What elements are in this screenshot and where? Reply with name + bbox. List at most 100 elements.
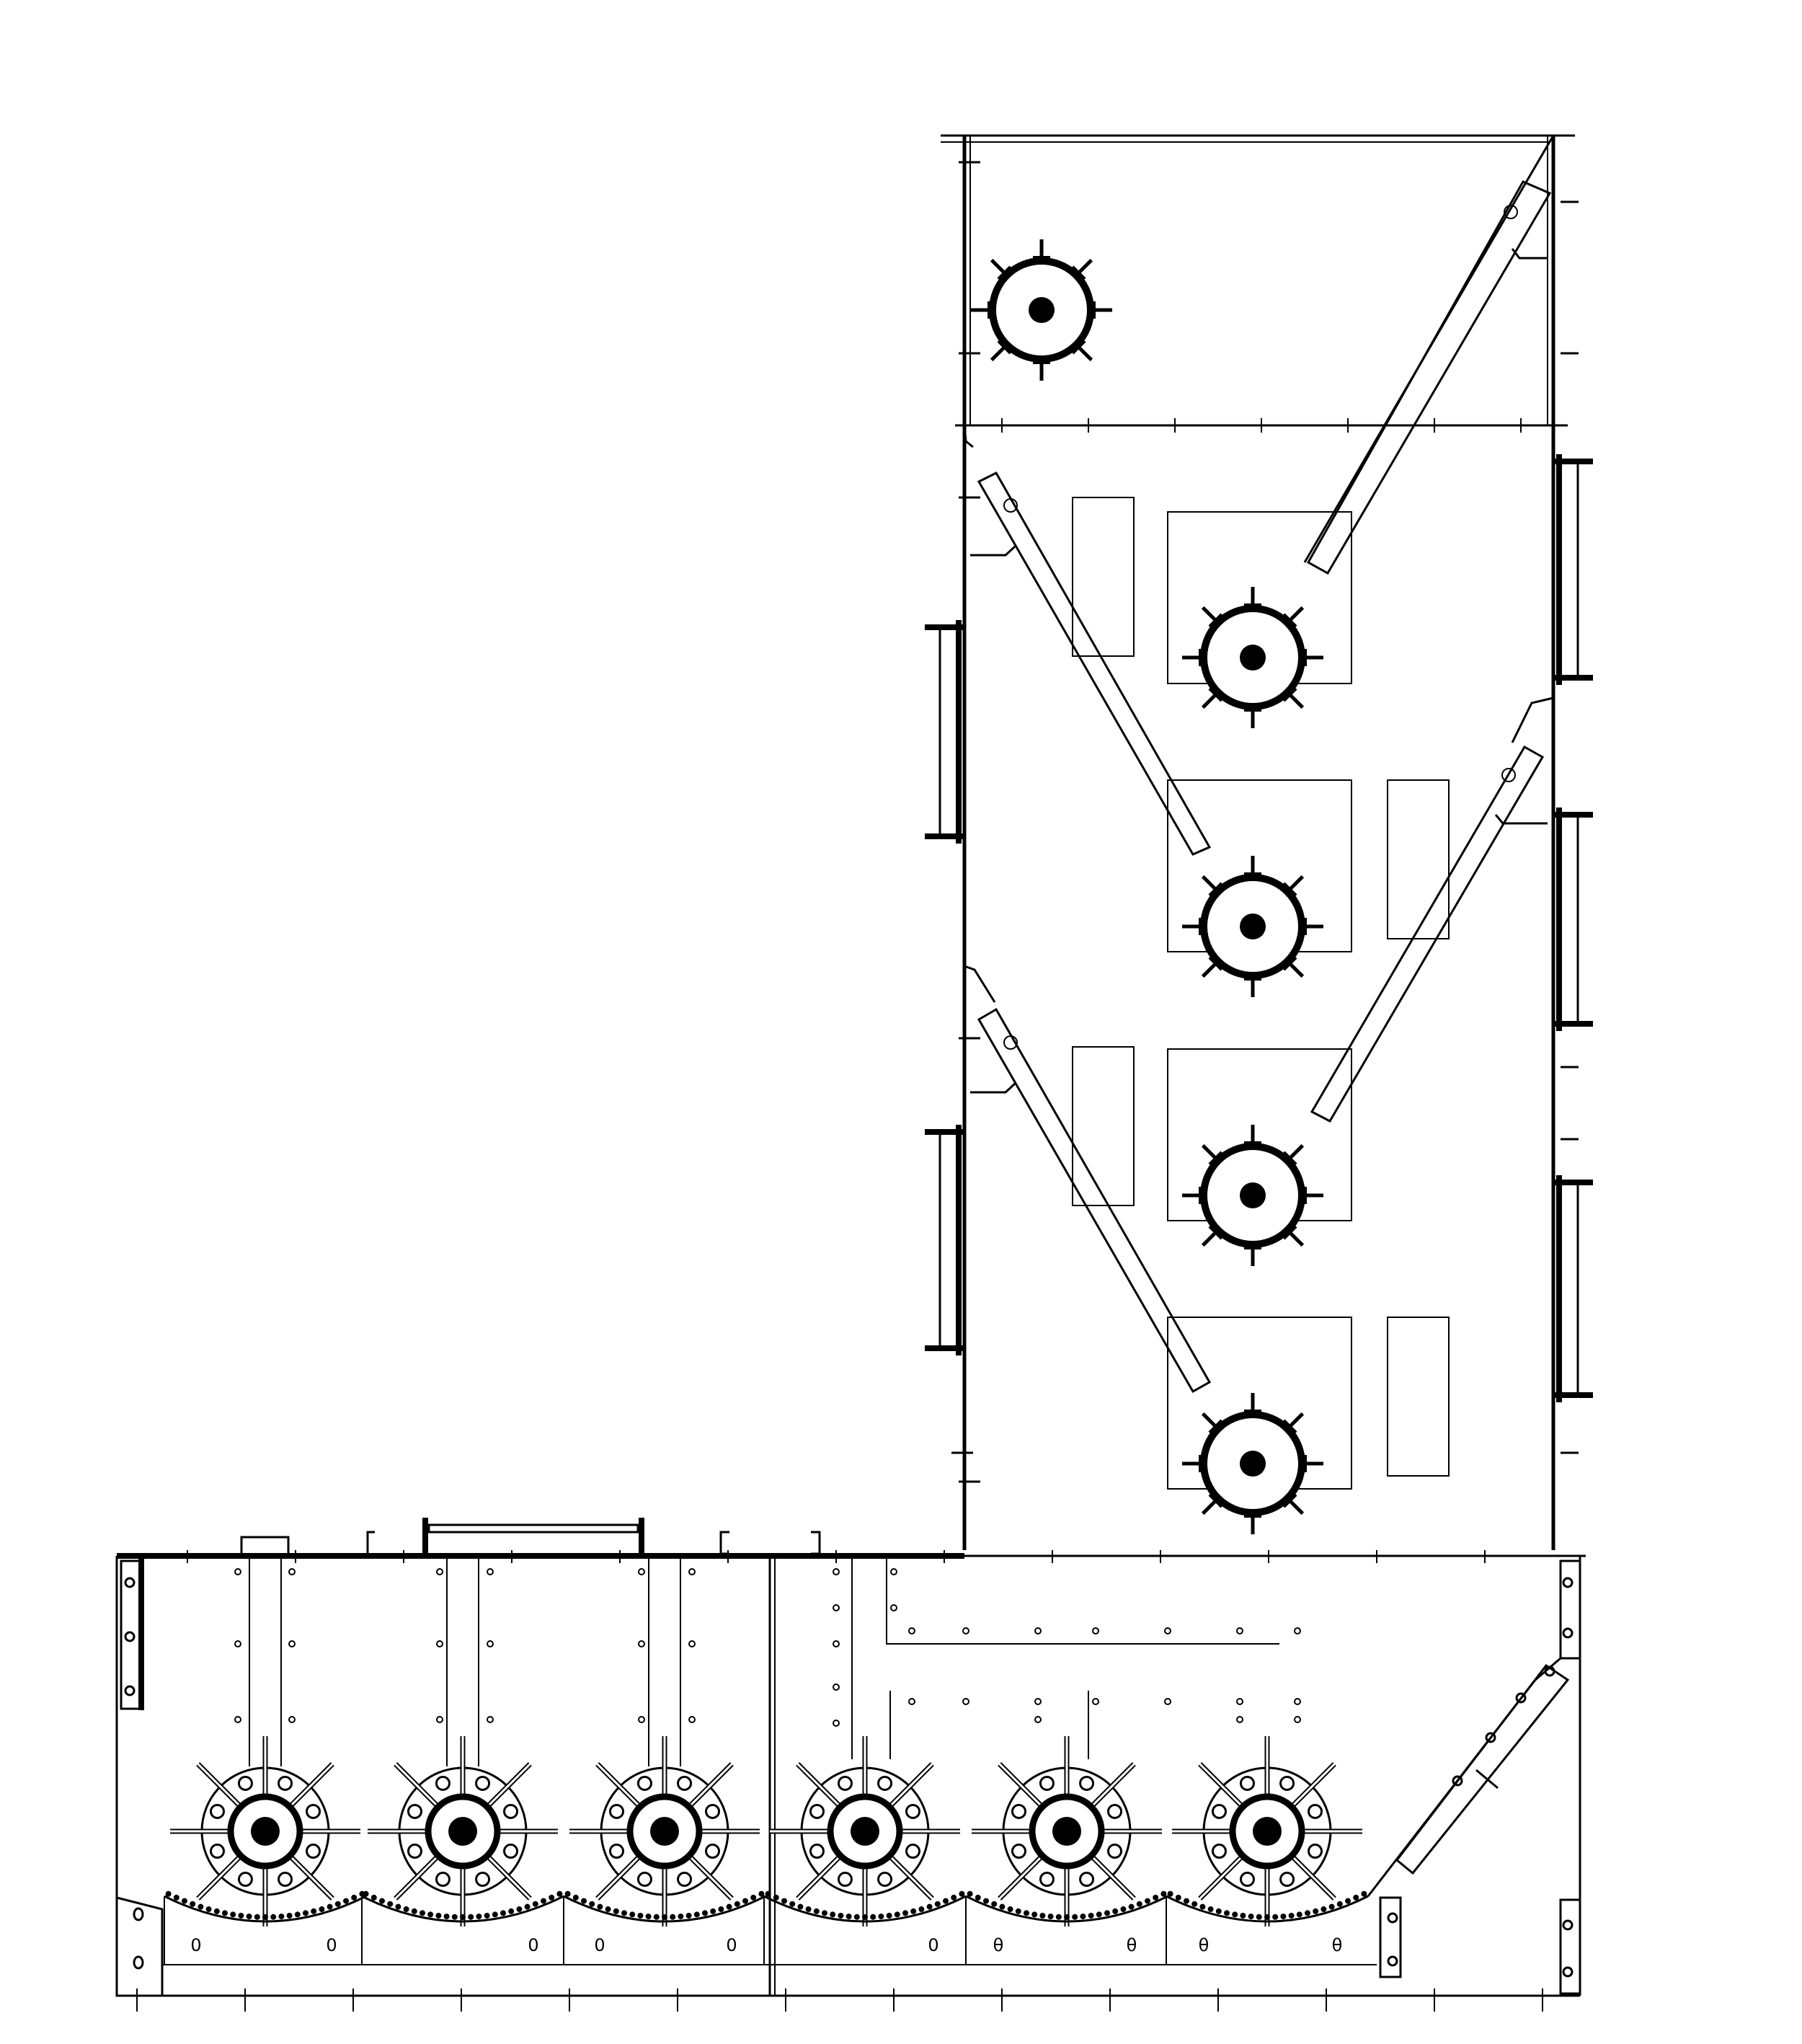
trough-tooth	[926, 1903, 933, 1910]
trough-tooth	[678, 1914, 684, 1920]
trough-tooth	[870, 1914, 876, 1920]
bottom-marker-label: 0	[726, 1935, 737, 1955]
trough-tooth	[1160, 1890, 1167, 1897]
inclined-chutes	[964, 180, 1554, 1394]
rotor-arm-core	[596, 1763, 645, 1812]
trough-tooth	[1112, 1908, 1119, 1914]
rotor-bolt	[306, 1803, 321, 1819]
rotor-bolt	[1279, 1775, 1295, 1791]
rotor-arm-core	[394, 1763, 443, 1812]
rotor-bolt	[1079, 1775, 1095, 1791]
ladder-3	[1553, 454, 1593, 685]
housing-rivet	[487, 1716, 494, 1723]
trough-tooth	[524, 1903, 531, 1910]
chute-1-bracket	[1511, 248, 1548, 260]
housing-rivet	[638, 1716, 645, 1723]
ladder-1	[925, 620, 964, 844]
trough-tooth	[702, 1910, 708, 1916]
housing-rivet	[908, 1627, 915, 1634]
rotor-arm-core	[482, 1851, 531, 1900]
housing-rivet	[288, 1640, 296, 1647]
trough-tooth	[1207, 1906, 1214, 1913]
trough-tooth	[789, 1901, 796, 1907]
trough-tooth	[1215, 1908, 1222, 1914]
housing-rivet	[1092, 1698, 1099, 1705]
bottom-marker-label: 0	[190, 1935, 201, 1955]
housing-rotor-5	[1172, 1736, 1362, 1926]
bracket-bolt	[1387, 1912, 1398, 1924]
rotor-hub	[650, 1817, 679, 1846]
rotor-shafts	[249, 1556, 681, 1766]
trough-tooth	[572, 1894, 579, 1901]
housing-rivet	[833, 1604, 840, 1611]
chute-3-upper-slope	[1511, 696, 1554, 743]
trough-tooth	[813, 1908, 820, 1914]
rotor-bolt	[503, 1844, 519, 1859]
rotor-bolt	[1211, 1844, 1227, 1859]
trough-tooth	[645, 1914, 652, 1920]
housing-rotor-1	[368, 1736, 558, 1926]
trough-tooth	[1328, 1903, 1335, 1910]
trough-tooth	[1305, 1910, 1310, 1916]
top-clip-1	[366, 1531, 375, 1556]
rotor-bolt	[475, 1775, 491, 1791]
rotor-arm-core	[684, 1763, 733, 1812]
side-ladders	[925, 454, 1593, 1402]
rotor-arm-core	[1199, 1851, 1248, 1900]
chute-1-pivot	[1504, 205, 1518, 219]
rotor-arm-core	[197, 1851, 246, 1900]
top-clip-2	[719, 1531, 729, 1555]
trough-tooth	[492, 1911, 498, 1918]
rotor-bolt	[237, 1775, 253, 1791]
rotor-bolt	[1107, 1803, 1123, 1819]
rotor-arm-core	[482, 1763, 531, 1812]
inlet-bolt	[133, 1955, 144, 1970]
rotor-paddle	[1282, 955, 1297, 971]
bracket-bolt	[1387, 1955, 1398, 1967]
trough-tooth	[508, 1908, 515, 1914]
housing-rivet	[1092, 1627, 1099, 1634]
trough-tooth	[1191, 1901, 1198, 1907]
rotor-hub	[1052, 1817, 1081, 1846]
bracket-bolt	[1544, 1665, 1555, 1677]
housing-rivet	[1236, 1698, 1243, 1705]
trough-tooth	[943, 1898, 949, 1904]
rotor-arm-core	[1287, 1763, 1336, 1812]
top-port	[240, 1536, 290, 1557]
housing-rivet	[234, 1568, 241, 1575]
trough-tooth	[1256, 1914, 1262, 1920]
rotor-bolt	[1039, 1872, 1055, 1888]
housing-rivet	[1164, 1627, 1171, 1634]
bracket-bolt	[1562, 1577, 1574, 1588]
bracket-bolt	[1562, 1966, 1574, 1978]
rotor-hub	[448, 1817, 477, 1846]
housing-rivet	[1034, 1627, 1042, 1634]
rotor-arm-core	[1086, 1851, 1135, 1900]
housing-rivet	[688, 1640, 696, 1647]
rotor-paddle	[1282, 613, 1297, 629]
housing-rivet	[436, 1640, 443, 1647]
housing-rivet	[962, 1627, 969, 1634]
discharge-chute-clamp	[1475, 1769, 1499, 1789]
trough-tooth	[294, 1911, 301, 1918]
trough-tooth	[967, 1890, 973, 1897]
rotor-bolt	[1079, 1872, 1095, 1888]
discharge-chute	[1395, 1663, 1570, 1875]
trough-tooth	[934, 1901, 941, 1907]
trough-tooth	[693, 1911, 700, 1918]
trough-tooth	[1199, 1903, 1206, 1910]
trough-tooth	[351, 1894, 358, 1901]
trough-tooth	[541, 1898, 546, 1904]
trough-tooth	[420, 1910, 425, 1916]
trough-tooth	[197, 1903, 204, 1910]
rotor-bolt	[475, 1872, 491, 1888]
rotor-arm-core	[796, 1851, 845, 1900]
housing-rotor-0	[170, 1736, 360, 1926]
housing-rivet	[908, 1698, 915, 1705]
trough-tooth	[1088, 1912, 1094, 1919]
rotor-bolt	[877, 1775, 893, 1791]
trough-tooth	[951, 1894, 957, 1901]
housing-rivet	[688, 1568, 696, 1575]
trough-curve-5	[1166, 1895, 1369, 1923]
spiked-rotor-3	[1182, 1125, 1323, 1266]
